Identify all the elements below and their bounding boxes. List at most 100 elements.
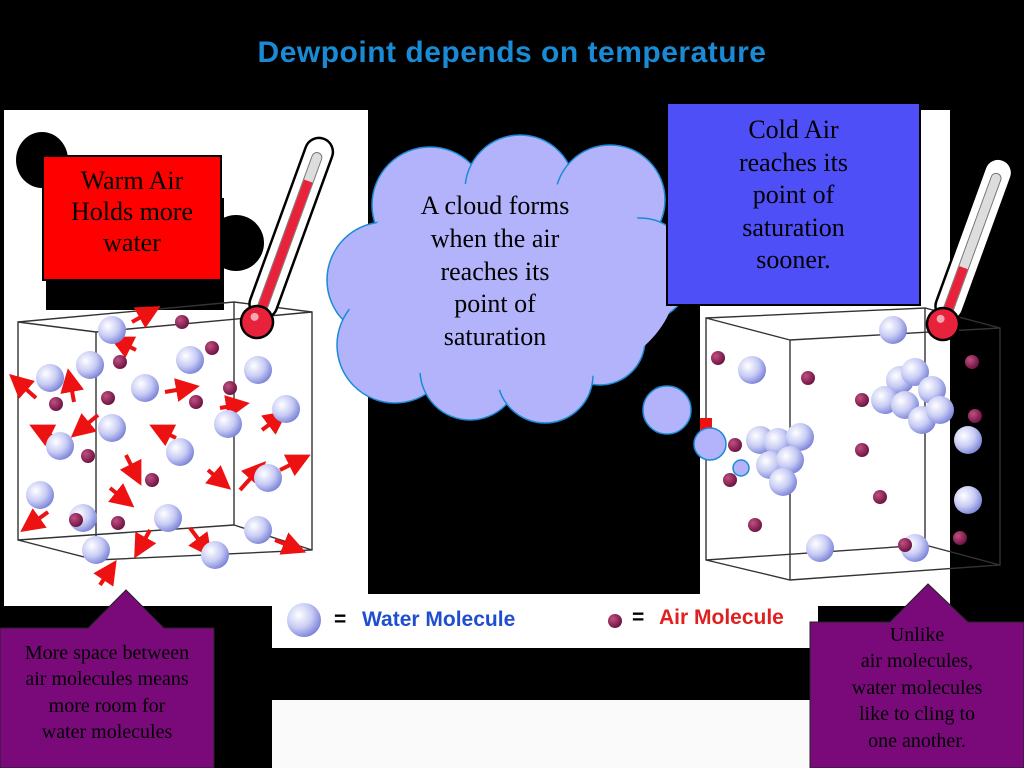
arrow-fragment: [700, 418, 712, 430]
air-molecule: [855, 443, 869, 457]
water-molecule: [926, 396, 954, 424]
legend-water-label: Water Molecule: [362, 608, 516, 631]
air-molecule: [69, 513, 83, 527]
thought-bubble-medium: [693, 427, 727, 461]
cloud-line: point of: [454, 289, 536, 319]
thought-cloud-fill: [345, 180, 675, 390]
water-molecule: [166, 438, 194, 466]
motion-arrow: [149, 424, 177, 447]
motion-arrow: [9, 374, 38, 400]
water-molecule: [82, 536, 110, 564]
thought-bubble-small: [732, 459, 750, 477]
water-molecule: [776, 446, 804, 474]
motion-arrow: [109, 336, 137, 359]
right-note-line: water molecules: [851, 676, 983, 699]
air-molecule: [81, 449, 95, 463]
right-note-line: like to cling to: [858, 703, 976, 726]
cold-air-line: saturation: [742, 212, 845, 242]
left-note: More space between air molecules means m…: [0, 640, 214, 746]
motion-arrow: [219, 395, 250, 419]
left-note-line: air molecules means: [25, 668, 189, 691]
water-molecule: [879, 316, 907, 344]
legend-air-label: Air Molecule: [659, 606, 784, 629]
motion-arrow: [93, 560, 117, 587]
air-molecule: [873, 490, 887, 504]
legend-water-icon: [287, 603, 321, 637]
thermometer-icon: [239, 136, 335, 340]
cloud-line: A cloud forms: [420, 191, 570, 220]
water-molecule: [254, 464, 282, 492]
water-molecule: [954, 426, 982, 454]
slide-title: Dewpoint depends on temperature: [257, 36, 767, 69]
water-molecule: [98, 316, 126, 344]
water-molecule: [806, 534, 834, 562]
right-note-line: air molecules,: [860, 650, 974, 673]
warm-air-line: Holds more: [70, 197, 194, 227]
cold-air-line: Cold Air: [748, 115, 839, 144]
water-molecule: [36, 364, 64, 392]
water-molecule: [786, 423, 814, 451]
motion-arrow: [260, 410, 288, 435]
left-note-line: more room for: [48, 694, 166, 717]
warm-air-line: Warm Air: [80, 166, 184, 195]
bottom-strip: [272, 700, 818, 768]
water-molecule: [244, 516, 272, 544]
motion-arrow: [60, 368, 84, 403]
left-note-line: More space between: [24, 642, 190, 664]
water-molecule: [901, 358, 929, 386]
warm-air-line: water: [103, 228, 161, 258]
motion-arrow: [279, 454, 311, 477]
right-callout: [809, 583, 1024, 768]
cloud-line: saturation: [443, 322, 547, 351]
air-molecule: [711, 351, 725, 365]
left-note-line: water molecules: [41, 721, 173, 744]
legend-air-icon: [608, 614, 622, 628]
thermometer-icon: [925, 157, 1014, 342]
air-molecule: [175, 315, 189, 329]
right-note-line: one another.: [868, 729, 966, 752]
air-molecule: [968, 409, 982, 423]
air-molecule: [965, 355, 979, 369]
right-note: Unlike air molecules, water molecules li…: [812, 622, 1022, 754]
cloud-text: A cloud forms when the air reaches its p…: [380, 190, 610, 354]
air-molecule: [145, 473, 159, 487]
cold-molecules: [711, 316, 982, 562]
thought-bubble-large: [642, 385, 692, 435]
water-molecule: [46, 432, 74, 460]
legend-water-equals: =: [334, 608, 347, 631]
water-molecule: [214, 410, 242, 438]
motion-arrow: [70, 413, 100, 438]
cold-air-line: reaches its: [738, 147, 848, 177]
cold-air-line: point of: [752, 180, 835, 209]
left-callout: [0, 589, 215, 768]
cold-air-label: Cold Air reaches its point of saturation…: [666, 102, 921, 306]
air-molecule: [205, 341, 219, 355]
water-molecule: [244, 356, 272, 384]
motion-arrow: [274, 532, 307, 555]
motion-arrow: [164, 378, 200, 402]
air-molecule: [728, 438, 742, 452]
cold-air-line: sooner.: [756, 245, 831, 274]
air-molecule: [953, 531, 967, 545]
warm-air-label: Warm Air Holds more water: [42, 155, 222, 281]
water-molecule: [176, 346, 204, 374]
legend-panel: [272, 594, 818, 648]
cold-air-cube: [705, 307, 1001, 581]
air-molecule: [855, 393, 869, 407]
motion-arrow: [205, 465, 232, 490]
air-molecule: [113, 355, 127, 369]
motion-arrow: [20, 508, 50, 533]
warm-molecules: [26, 315, 300, 569]
water-molecule: [98, 414, 126, 442]
air-molecule: [111, 516, 125, 530]
air-molecule: [723, 473, 737, 487]
water-molecule: [76, 351, 104, 379]
cloud-line: when the air: [430, 223, 560, 253]
water-molecule: [272, 395, 300, 423]
air-molecule: [748, 518, 762, 532]
water-molecule: [769, 468, 797, 496]
air-molecule: [801, 371, 815, 385]
legend-air-equals: =: [632, 606, 645, 629]
water-molecule: [26, 481, 54, 509]
